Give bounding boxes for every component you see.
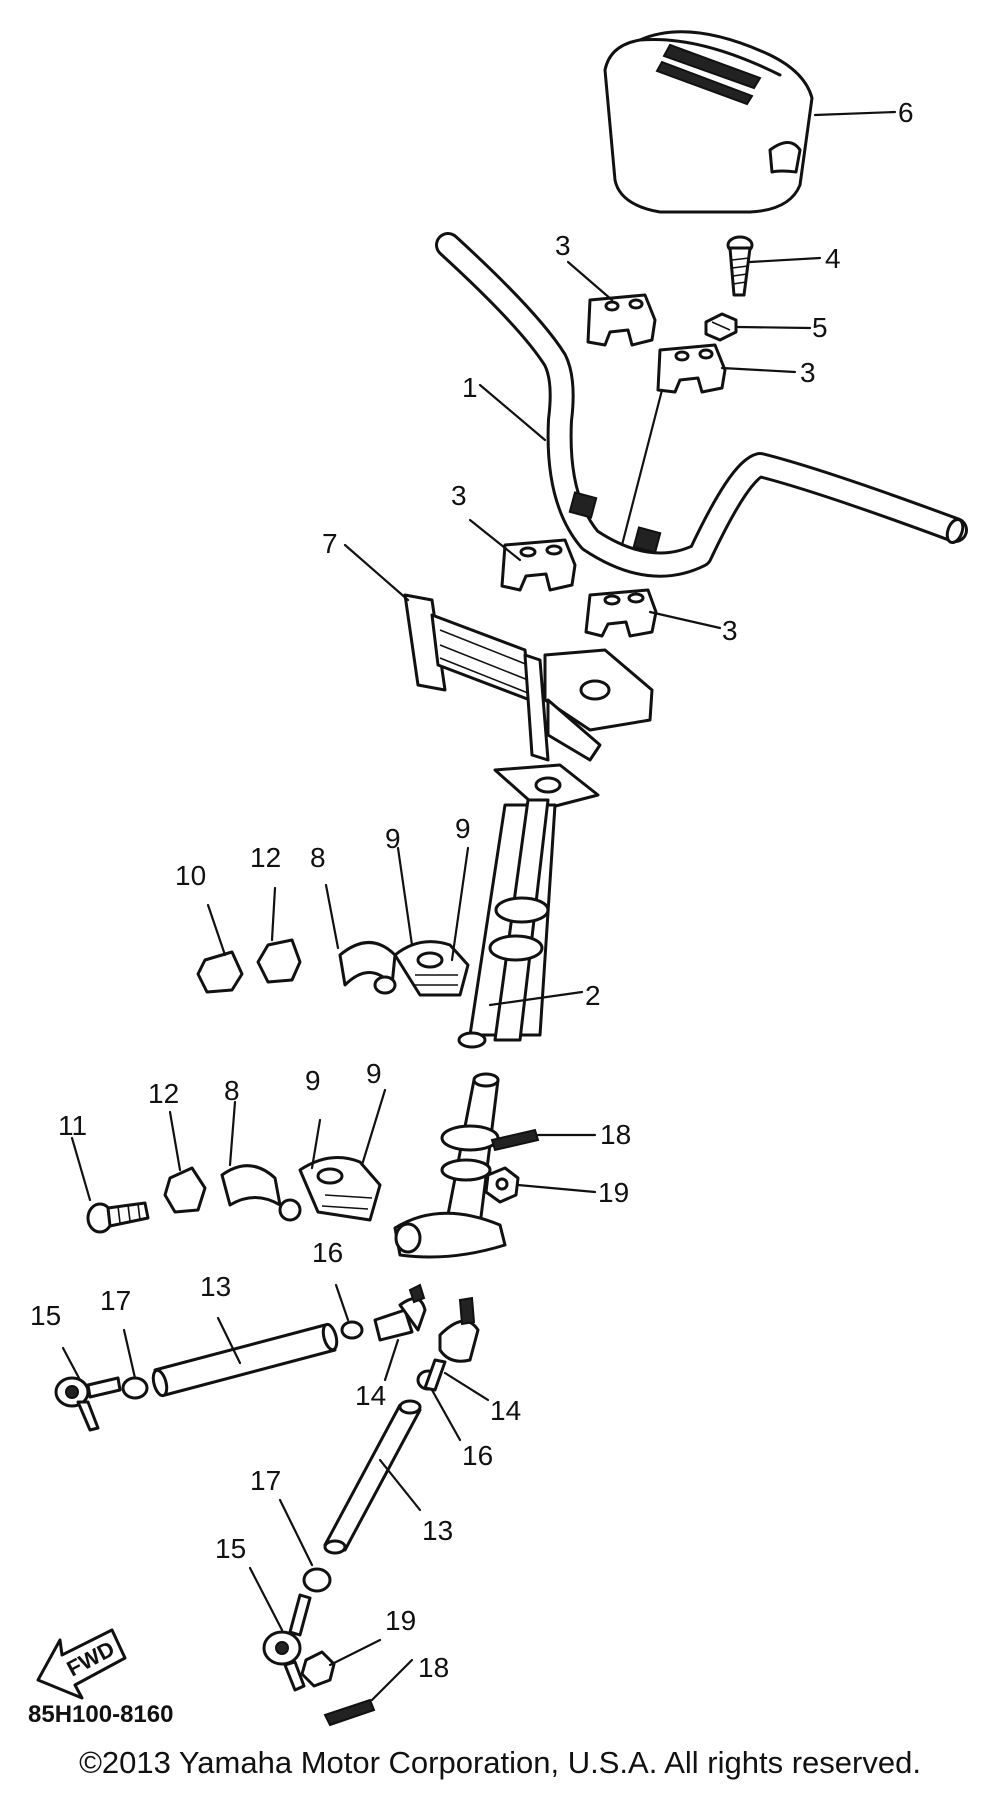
callout-16-upper: 16 <box>312 1237 343 1268</box>
callout-7: 7 <box>322 528 338 559</box>
callout-9-lower-a: 9 <box>305 1065 321 1096</box>
callout-15-lower: 15 <box>215 1533 246 1564</box>
forward-arrow-icon: FWD <box>36 1628 127 1700</box>
leader-lines <box>61 110 897 1702</box>
callout-9-upper-a: 9 <box>385 823 401 854</box>
callout-6: 6 <box>898 97 914 128</box>
callout-2: 2 <box>585 980 601 1011</box>
callout-9-upper-b: 9 <box>455 813 471 844</box>
callout-13-lower: 13 <box>422 1515 453 1546</box>
nut-part <box>704 312 738 342</box>
callout-11: 11 <box>58 1110 87 1141</box>
clamp-lower-part <box>86 1156 382 1234</box>
tie-rod-upper-part <box>54 1283 427 1432</box>
callout-labels: 6 4 5 3 3 1 3 3 7 2 10 12 8 9 9 11 12 8 … <box>30 97 914 1683</box>
callout-19-lower: 19 <box>385 1605 416 1636</box>
callout-18-upper: 18 <box>600 1119 631 1150</box>
holder-upper-right-part <box>656 343 727 394</box>
callout-5: 5 <box>812 312 828 343</box>
bracket-part <box>403 593 654 762</box>
callout-3-lower-right: 3 <box>722 615 738 646</box>
holder-lower-left-part <box>500 538 577 592</box>
callout-3-upper-right: 3 <box>800 357 816 388</box>
callout-14-right: 14 <box>490 1395 521 1426</box>
callout-14-left: 14 <box>355 1380 386 1411</box>
callout-3-upper-left: 3 <box>555 230 571 261</box>
callout-8-upper: 8 <box>310 842 326 873</box>
callout-4: 4 <box>825 243 841 274</box>
callout-8-lower: 8 <box>224 1075 240 1106</box>
callout-13-upper: 13 <box>200 1271 231 1302</box>
steering-column-part <box>393 763 600 1259</box>
clamp-upper-part <box>196 938 470 997</box>
handlebar-part <box>435 232 968 578</box>
callout-16-lower: 16 <box>462 1440 493 1471</box>
callout-17-lower: 17 <box>250 1465 281 1496</box>
bolt-upper-part <box>490 1128 540 1152</box>
callout-17-upper: 17 <box>100 1285 131 1316</box>
callout-18-lower: 18 <box>418 1652 449 1683</box>
nut-upper-part <box>484 1166 520 1204</box>
holder-upper-left-part <box>586 293 657 347</box>
callout-19-upper: 19 <box>598 1177 629 1208</box>
callout-15-upper: 15 <box>30 1300 61 1331</box>
callout-1: 1 <box>462 372 478 403</box>
holder-lower-right-part <box>584 588 658 638</box>
callout-12-lower: 12 <box>148 1078 179 1109</box>
callout-10: 10 <box>175 860 206 891</box>
callout-12-upper: 12 <box>250 842 281 873</box>
tie-rod-lower-part <box>262 1296 480 1727</box>
callout-3-lower-left: 3 <box>451 480 467 511</box>
diagram-code: 85H100-8160 <box>28 1701 173 1728</box>
copyright-notice: ©2013 Yamaha Motor Corporation, U.S.A. A… <box>79 1745 921 1780</box>
handlebar-pad-part <box>603 30 814 214</box>
bolt-part <box>726 235 754 297</box>
callout-9-lower-b: 9 <box>366 1058 382 1089</box>
